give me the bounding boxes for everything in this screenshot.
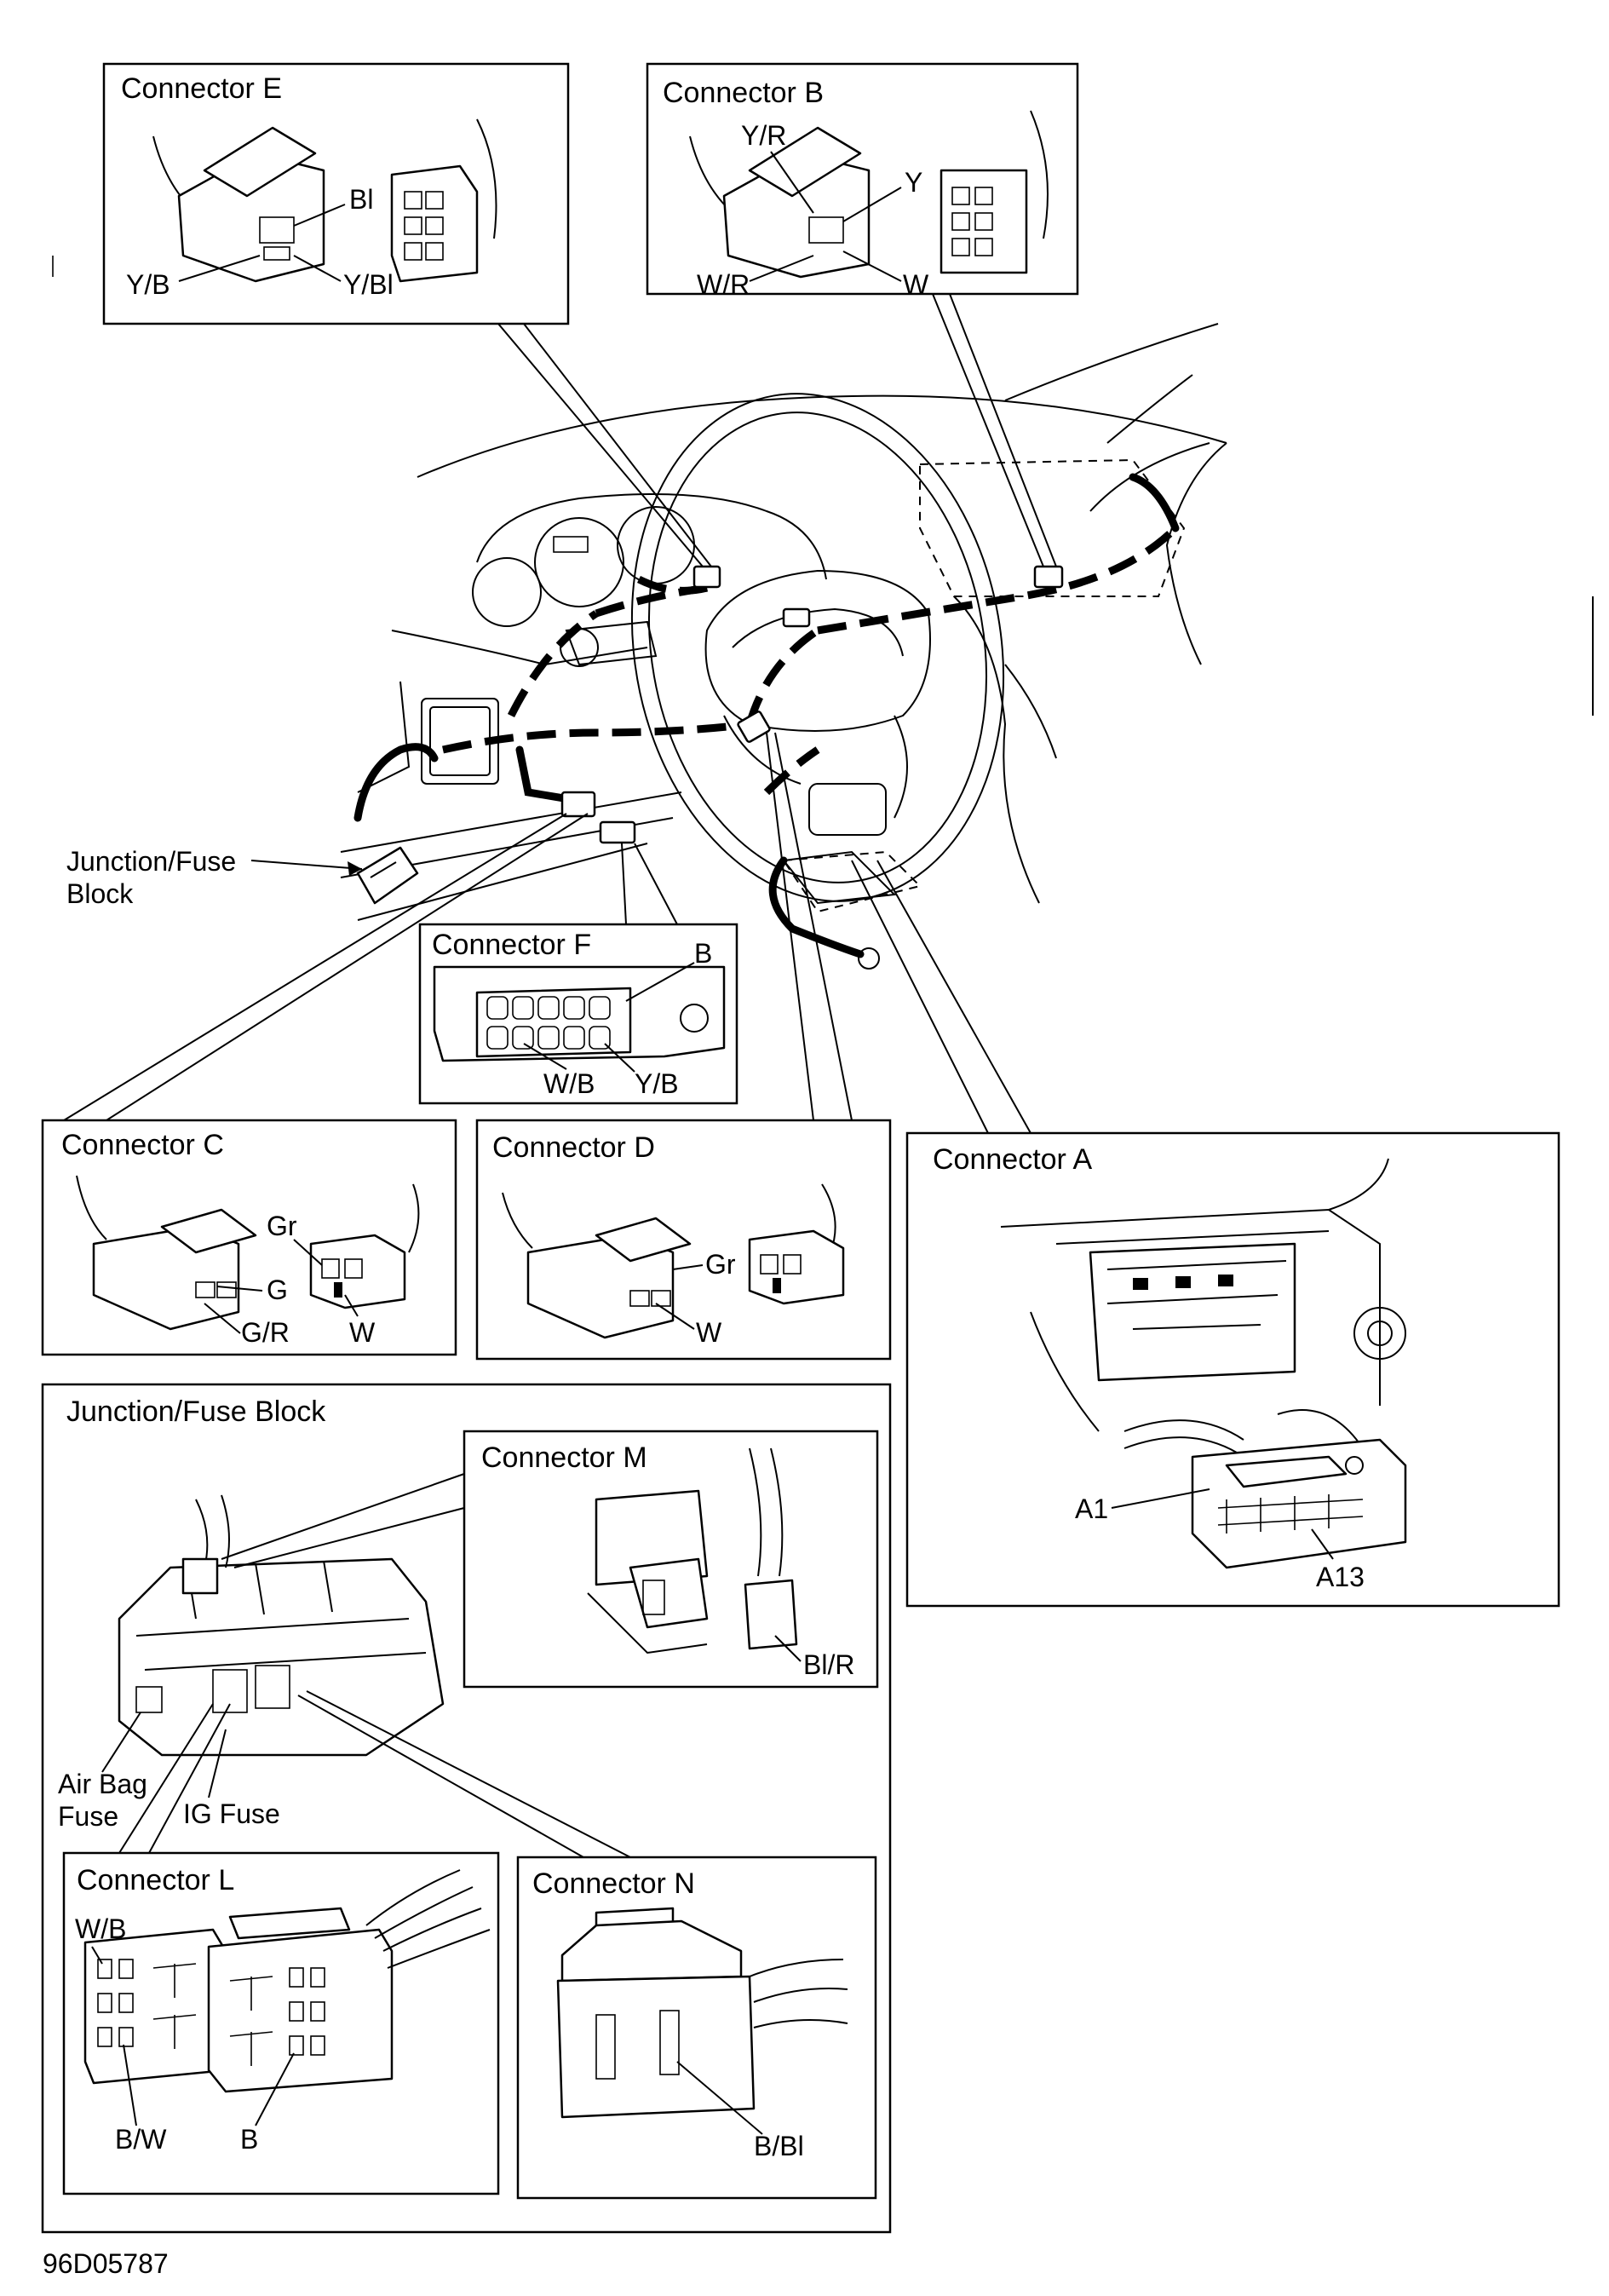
callout-leaders: [63, 293, 1057, 1134]
connector-f-pin-yb: Y/B: [635, 1068, 679, 1099]
ig-fuse-label: IG Fuse: [183, 1798, 280, 1829]
connector-l-pin-b: B: [240, 2124, 258, 2155]
junction-fuse-block-panel: Junction/Fuse Block Air Bag Fuse IG Fuse…: [41, 1383, 892, 2234]
connector-f-panel: Connector F B W/B Y/B: [418, 923, 738, 1105]
connector-b-pin-y: Y: [905, 167, 922, 198]
connector-e-pin-ybl: Y/Bl: [343, 269, 394, 300]
junction-fuse-block-title: Junction/Fuse Block: [66, 1395, 326, 1428]
connector-m-panel: Connector M Bl/R: [463, 1430, 879, 1689]
connector-e-pin-yb: Y/B: [126, 269, 170, 300]
figure-id: 96D05787: [43, 2248, 169, 2279]
connector-b-pin-w: W: [903, 269, 929, 300]
connector-d-title: Connector D: [492, 1131, 655, 1164]
connector-b-panel: Connector B Y/R Y W/R W: [646, 62, 1079, 300]
connector-c-pin-w: W: [349, 1317, 376, 1348]
connector-a-pin-a13: A13: [1316, 1562, 1365, 1592]
connector-l-title: Connector L: [77, 1864, 234, 1896]
connector-f-pin-wb: W/B: [543, 1068, 595, 1099]
connector-c-location: [560, 791, 596, 818]
connector-l-panel: Connector L: [62, 1851, 500, 2195]
connector-e-panel: Connector E Bl Y/B Y/Bl: [102, 62, 570, 325]
connector-c-title: Connector C: [61, 1129, 224, 1161]
connector-b-location: [1033, 565, 1064, 589]
connector-n-title: Connector N: [532, 1867, 695, 1900]
connector-e-location: [692, 565, 721, 589]
connector-f-title: Connector F: [432, 929, 591, 961]
connector-e-pin-bl: Bl: [349, 184, 373, 215]
connector-c-panel: Connector C Gr G G/R W: [41, 1119, 457, 1356]
connector-n-panel: Connector N B/Bl: [516, 1856, 877, 2200]
connector-b-title: Connector B: [663, 77, 824, 109]
connector-b-pin-yr: Y/R: [741, 120, 786, 151]
connector-c-pin-g: G: [267, 1275, 288, 1305]
connector-d-pin-w: W: [696, 1317, 722, 1348]
connector-f-location: [599, 820, 636, 844]
air-bag-fuse-line1: Air Bag: [58, 1769, 147, 1799]
connector-c-pin-gr: Gr: [267, 1211, 297, 1241]
connector-l-pin-wb: W/B: [75, 1913, 126, 1944]
connector-d-panel: Connector D Gr W: [475, 1119, 892, 1361]
connector-c-pin-gr2: G/R: [241, 1317, 290, 1348]
connector-b-pin-wr: W/R: [697, 269, 750, 300]
connector-f-pin-b: B: [694, 938, 712, 969]
connector-a-title: Connector A: [933, 1143, 1092, 1176]
connector-m-pin-blr: Bl/R: [803, 1649, 854, 1680]
connector-n-pin-bbl: B/Bl: [754, 2131, 804, 2161]
dashboard-illustration: [340, 323, 1594, 970]
connector-a-pin-a1: A1: [1075, 1493, 1108, 1524]
connector-e-title: Connector E: [121, 72, 282, 105]
connector-a-panel: Connector A A1 A13: [905, 1131, 1560, 1608]
air-bag-fuse-line2: Fuse: [58, 1801, 118, 1832]
connector-d-pin-gr: Gr: [705, 1249, 736, 1280]
junction-fuse-block-location: [356, 846, 419, 905]
connector-l-pin-bw: B/W: [115, 2124, 167, 2155]
connector-m-title: Connector M: [481, 1441, 647, 1474]
